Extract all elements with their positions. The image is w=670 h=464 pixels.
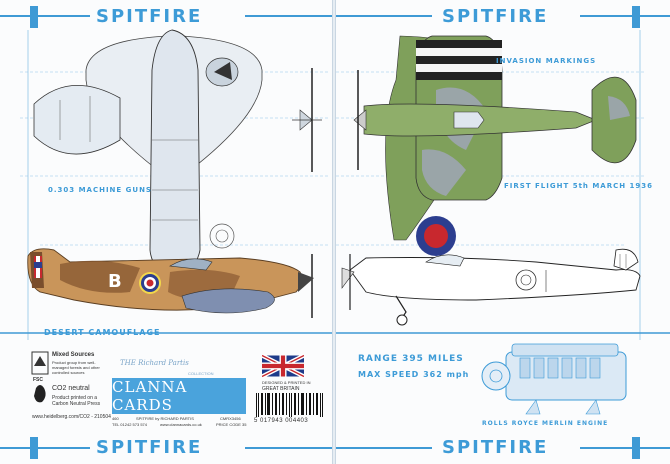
price-code: PRICE CODE 35 <box>216 422 247 427</box>
phone: TEL 01242 573 574 <box>112 422 147 427</box>
spitfire-side-blueprint <box>341 248 641 326</box>
spitfire-desert-side-view <box>27 248 314 318</box>
collection-line1: THE Richard Partis <box>120 359 189 367</box>
title-top-right: SPITFIRE <box>442 6 549 27</box>
card-fold <box>332 0 336 464</box>
aircraft-letter: B <box>108 271 122 292</box>
brand-name: CLANNA CARDS <box>112 378 188 414</box>
caption-desert-camouflage: DESERT CAMOUFLAGE <box>44 328 161 337</box>
fsc-label: FSC <box>33 377 43 383</box>
country: GREAT BRITAIN <box>262 386 300 392</box>
back-panel: SPITFIRE SPITFIRE 0.303 MACH <box>0 0 332 464</box>
mixed-sources-text: Product group from well-managed forests … <box>52 360 100 375</box>
co2-title: CO2 neutral <box>52 385 90 392</box>
website: www.clannacards.co.uk <box>160 422 202 427</box>
max-speed-value: 362 mph <box>423 370 470 379</box>
title-bottom-right: SPITFIRE <box>442 437 549 458</box>
max-speed-label-text: MAX SPEED <box>358 370 420 379</box>
product-code: CMRX3456 <box>220 416 241 421</box>
range-value: 395 MILES <box>402 354 464 364</box>
range-label: RANGE 395 MILES <box>358 354 464 364</box>
range-label-text: RANGE <box>358 354 398 364</box>
fsc-logo <box>31 351 49 403</box>
caption-invasion-markings: INVASION MARKINGS <box>496 57 597 65</box>
union-flag <box>262 354 304 378</box>
title-top-left: SPITFIRE <box>96 6 203 27</box>
spitfire-top-view <box>33 29 322 275</box>
collection-line2: COLLECTION <box>188 371 214 376</box>
spitfire-camo-top-view <box>353 35 637 256</box>
caption-merlin-engine: ROLLS ROYCE MERLIN ENGINE <box>482 420 609 427</box>
max-speed-label: MAX SPEED 362 mph <box>358 370 469 379</box>
co2-text: Product printed on a Carbon Neutral Pres… <box>52 395 101 407</box>
designed-printed: DESIGNED & PRINTED IN <box>262 380 311 385</box>
printer-url: www.heidelberg.com/CO2 - 210504 <box>32 414 111 420</box>
mixed-sources-title: Mixed Sources <box>52 352 95 358</box>
caption-first-flight: FIRST FLIGHT 5th MARCH 1936 <box>504 182 654 190</box>
code-left: 460 <box>112 416 119 421</box>
front-panel: SPITFIRE SPITFIRE <box>336 0 670 464</box>
barcode-number: 5 017943 004403 <box>254 418 309 424</box>
product-line: SPITFIRE by RICHARD PARTIS <box>136 416 194 421</box>
clanna-cards-logo: CLANNA CARDS <box>112 378 246 414</box>
title-bottom-left: SPITFIRE <box>96 437 203 458</box>
barcode <box>256 393 323 417</box>
merlin-engine-illustration <box>481 343 627 415</box>
caption-machine-guns: 0.303 MACHINE GUNS <box>48 186 152 194</box>
